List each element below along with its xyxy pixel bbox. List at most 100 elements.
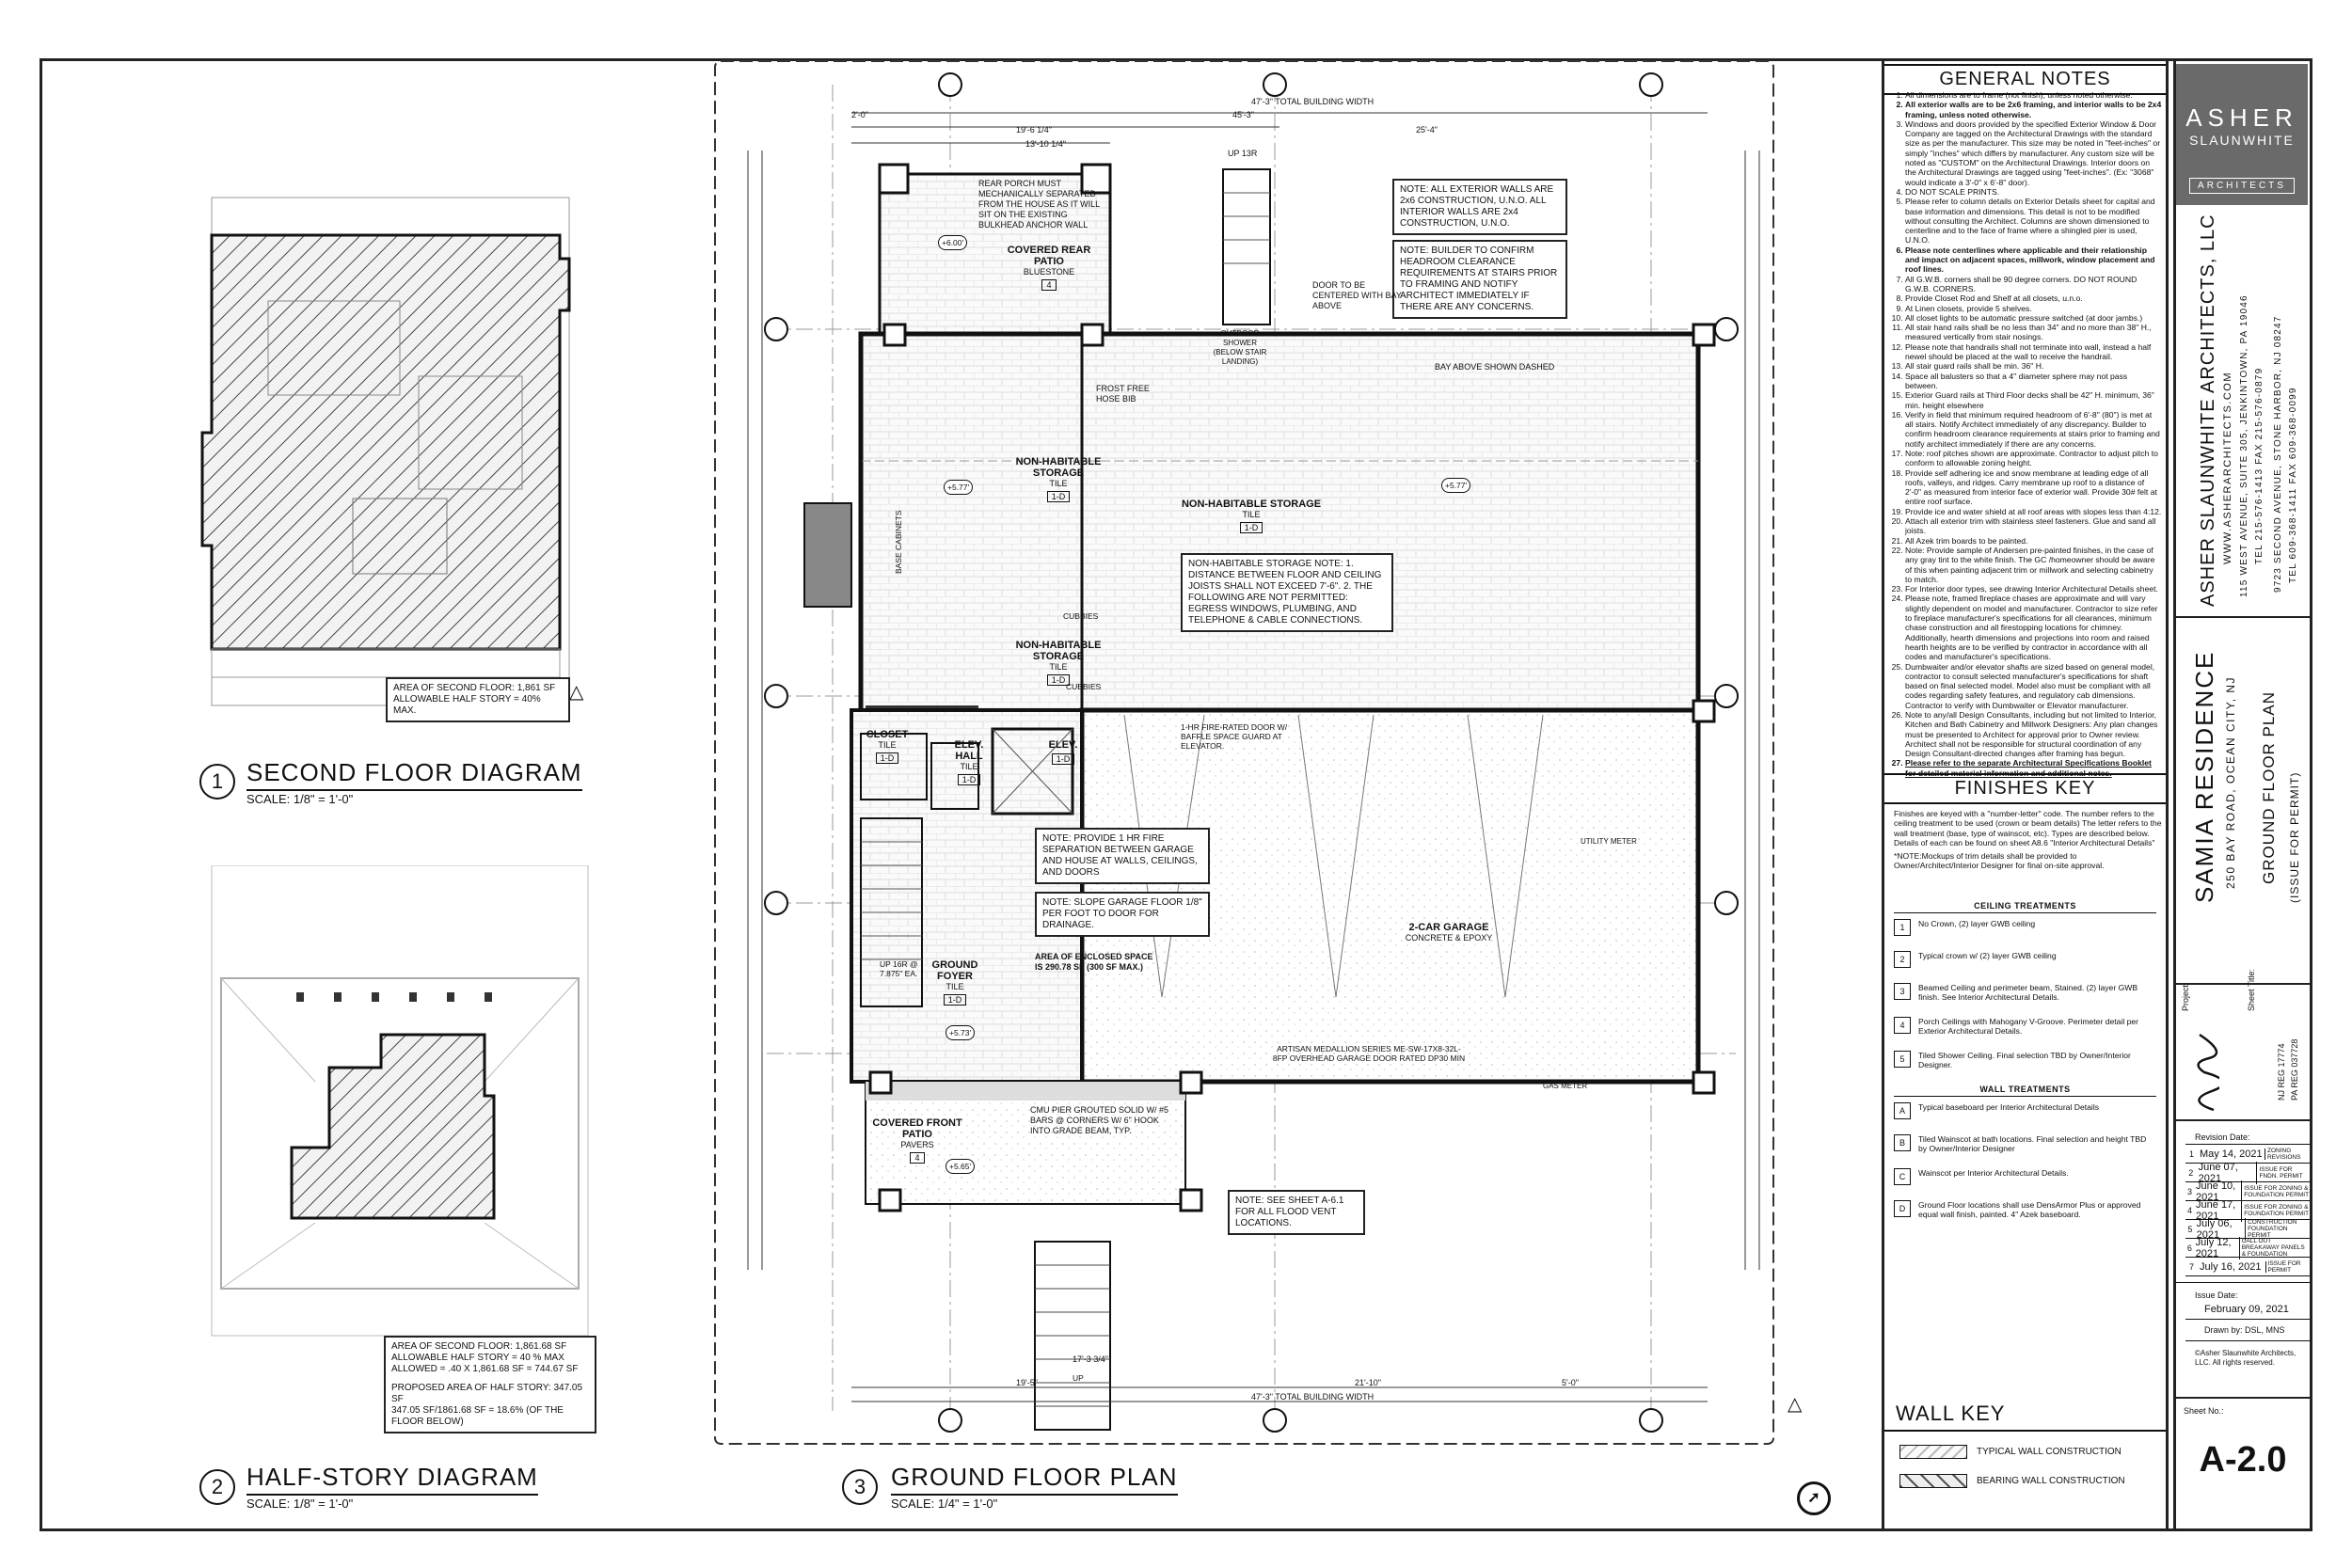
elevation-marker: +6.00' xyxy=(938,235,968,250)
note-line xyxy=(391,1375,589,1383)
elevation-marker: +5.65' xyxy=(946,1159,976,1174)
project-name: SAMIA RESIDENCE xyxy=(2190,650,2218,903)
firm-full-name: ASHER SLAUNWHITE ARCHITECTS, LLC xyxy=(2198,214,2218,607)
revision-date: July 16, 2021 xyxy=(2198,1260,2266,1273)
dim-label: 25'-4" xyxy=(1416,125,1438,135)
note-line: PROPOSED AREA OF HALF STORY: 347.05 SF xyxy=(391,1383,583,1404)
note-line: AREA OF SECOND FLOOR: 1,861.68 SF xyxy=(391,1341,567,1352)
divider xyxy=(2176,983,2310,985)
general-note: Please note, framed fireplace chases are… xyxy=(1905,594,2162,661)
wall-key: WALL KEY TYPICAL WALL CONSTRUCTION BEARI… xyxy=(1884,1402,2166,1488)
callout: REAR PORCH MUST MECHANICALLY SEPARATED F… xyxy=(978,179,1100,230)
elevation-marker: +5.77' xyxy=(1441,478,1471,493)
sheet-number-block: Sheet No.: A-2.0 xyxy=(2176,1397,2310,1530)
general-note: All Azek trim boards to be painted. xyxy=(1905,536,2162,546)
firm-website: WWW.ASHERARCHITECTS.COM xyxy=(2222,372,2233,564)
general-note: Windows and doors provided by the specif… xyxy=(1905,119,2162,187)
room-tag: 1-D xyxy=(1052,753,1074,765)
revision-number: 1 xyxy=(2188,1148,2194,1159)
general-note: Note: roof pitches shown are approximate… xyxy=(1905,449,2162,468)
sheet-number: A-2.0 xyxy=(2199,1440,2287,1480)
ground-floor-plan xyxy=(710,56,1783,1449)
drawing-title: SECOND FLOOR DIAGRAM xyxy=(246,758,582,791)
project-label: Project: xyxy=(2181,982,2190,1011)
firm-logo-bot: ARCHITECTS xyxy=(2189,178,2295,194)
room-non-habitable-storage: NON-HABITABLE STORAGE TILE 1-D xyxy=(1007,640,1110,689)
plan-note: NOTE: ALL EXTERIOR WALLS ARE 2x6 CONSTRU… xyxy=(1392,179,1567,235)
issue-date: February 09, 2021 xyxy=(2185,1302,2310,1320)
wall-key-label: BEARING WALL CONSTRUCTION xyxy=(1977,1476,2125,1486)
room-covered-rear-patio: COVERED REAR PATIO BLUESTONE 4 xyxy=(993,245,1105,293)
general-note: Please note that handrails shall not ter… xyxy=(1905,342,2162,362)
finishes-key-intro: Finishes are keyed with a "number-letter… xyxy=(1894,809,2162,871)
copyright: ©Asher Slaunwhite Architects, LLC. All r… xyxy=(2195,1349,2296,1367)
key-box: B xyxy=(1894,1134,1911,1151)
revision-number: 4 xyxy=(2187,1205,2193,1215)
wall-treatment: B Tiled Wainscot at bath locations. Final… xyxy=(1894,1134,2156,1153)
revision-desc: ISSUE FOR PERMIT xyxy=(2267,1259,2301,1274)
note-line: ALLOWABLE HALF STORY = 40 % MAX xyxy=(391,1353,564,1363)
firm-address-1: 115 WEST AVENUE, SUITE 305, JENKINTOWN, … xyxy=(2239,294,2249,597)
room-non-habitable-storage: NON-HABITABLE STORAGE TILE 1-D xyxy=(1007,456,1110,505)
general-note: Please note centerlines where applicable… xyxy=(1905,245,2162,275)
general-note: Exterior Guard rails at Third Floor deck… xyxy=(1905,390,2162,410)
key-text: Ground Floor locations shall use DensArm… xyxy=(1918,1200,2141,1219)
architect-signature xyxy=(2185,1030,2228,1115)
elevation-marker: +5.73' xyxy=(946,1025,976,1040)
revision-desc: ISSUE FOR ZONING & FOUNDATION PERMIT xyxy=(2244,1184,2310,1198)
room-name: NON-HABITABLE STORAGE xyxy=(1015,456,1102,479)
second-floor-diagram xyxy=(183,188,588,715)
wall-treatments-title: WALL TREATMENTS xyxy=(1894,1085,2156,1097)
drawn-by: Drawn by: DSL, MNS xyxy=(2185,1320,2310,1341)
dim-label: 2'-0" xyxy=(851,110,868,119)
signature-graphic xyxy=(2197,1033,2225,1112)
drawing-title: HALF-STORY DIAGRAM xyxy=(246,1463,538,1496)
revision-number: 2 xyxy=(2188,1167,2194,1178)
room-name: COVERED FRONT PATIO xyxy=(872,1117,962,1140)
key-text: Wainscot per Interior Architectural Deta… xyxy=(1918,1168,2069,1178)
key-box: C xyxy=(1894,1168,1911,1185)
room-name: COVERED REAR PATIO xyxy=(1007,245,1091,267)
sheet-subtitle: (ISSUE FOR PERMIT) xyxy=(2288,771,2301,903)
revision-desc: ISSUE FOR ZONING & FOUNDATION PERMIT xyxy=(2244,1203,2310,1217)
drawing-title: GROUND FLOOR PLAN xyxy=(891,1463,1178,1496)
general-note: All G.W.B. corners shall be 90 degree co… xyxy=(1905,275,2162,294)
divider xyxy=(2176,616,2310,618)
key-text: Beamed Ceiling and perimeter beam, Stain… xyxy=(1918,983,2138,1002)
room-tag: 4 xyxy=(910,1152,925,1164)
finishes-key-title: FINISHES KEY xyxy=(1884,773,2166,804)
key-box: 4 xyxy=(1894,1017,1911,1034)
drawing-number: 3 xyxy=(842,1469,878,1505)
room-tag: 1-D xyxy=(958,774,980,785)
revision-date: May 14, 2021 xyxy=(2198,1148,2266,1160)
revision-desc: ISSUE FOR FNDN. PERMIT xyxy=(2259,1165,2303,1180)
room-tag: 1-D xyxy=(1047,491,1070,502)
second-floor-area-note: AREA OF SECOND FLOOR: 1,861 SF ALLOWABLE… xyxy=(386,677,570,722)
callout: UP 16R @ 7.875" EA. xyxy=(880,959,918,978)
callout: ARTISAN MEDALLION SERIES ME-SW-17X8-32L-… xyxy=(1272,1044,1466,1063)
room-tag: 1-D xyxy=(876,752,898,764)
drawing-scale: SCALE: 1/8" = 1'-0" xyxy=(246,1497,354,1511)
key-text: No Crown, (2) layer GWB ceiling xyxy=(1918,919,2036,928)
key-text: Tiled Wainscot at bath locations. Final … xyxy=(1918,1134,2147,1153)
revision-date: June 10, 2021 xyxy=(2194,1180,2243,1203)
registration-nj: NJ REG 17774 xyxy=(2277,1043,2286,1101)
general-note: DO NOT SCALE PRINTS. xyxy=(1905,187,2162,197)
key-text: Porch Ceilings with Mahogany V-Groove. P… xyxy=(1918,1017,2139,1036)
bearing-wall-swatch xyxy=(1899,1474,1967,1488)
plan-note: NOTE: PROVIDE 1 HR FIRE SEPARATION BETWE… xyxy=(1035,828,1210,884)
room-finish: TILE xyxy=(1049,479,1068,488)
callout: DOOR TO BE CENTERED WITH BAY ABOVE xyxy=(1312,280,1402,310)
callout: UP xyxy=(1073,1373,1084,1383)
room-elev-hall: ELEV. HALL TILE 1-D xyxy=(946,739,993,788)
dim-label: 47'-3" TOTAL BUILDING WIDTH xyxy=(1251,97,1375,106)
